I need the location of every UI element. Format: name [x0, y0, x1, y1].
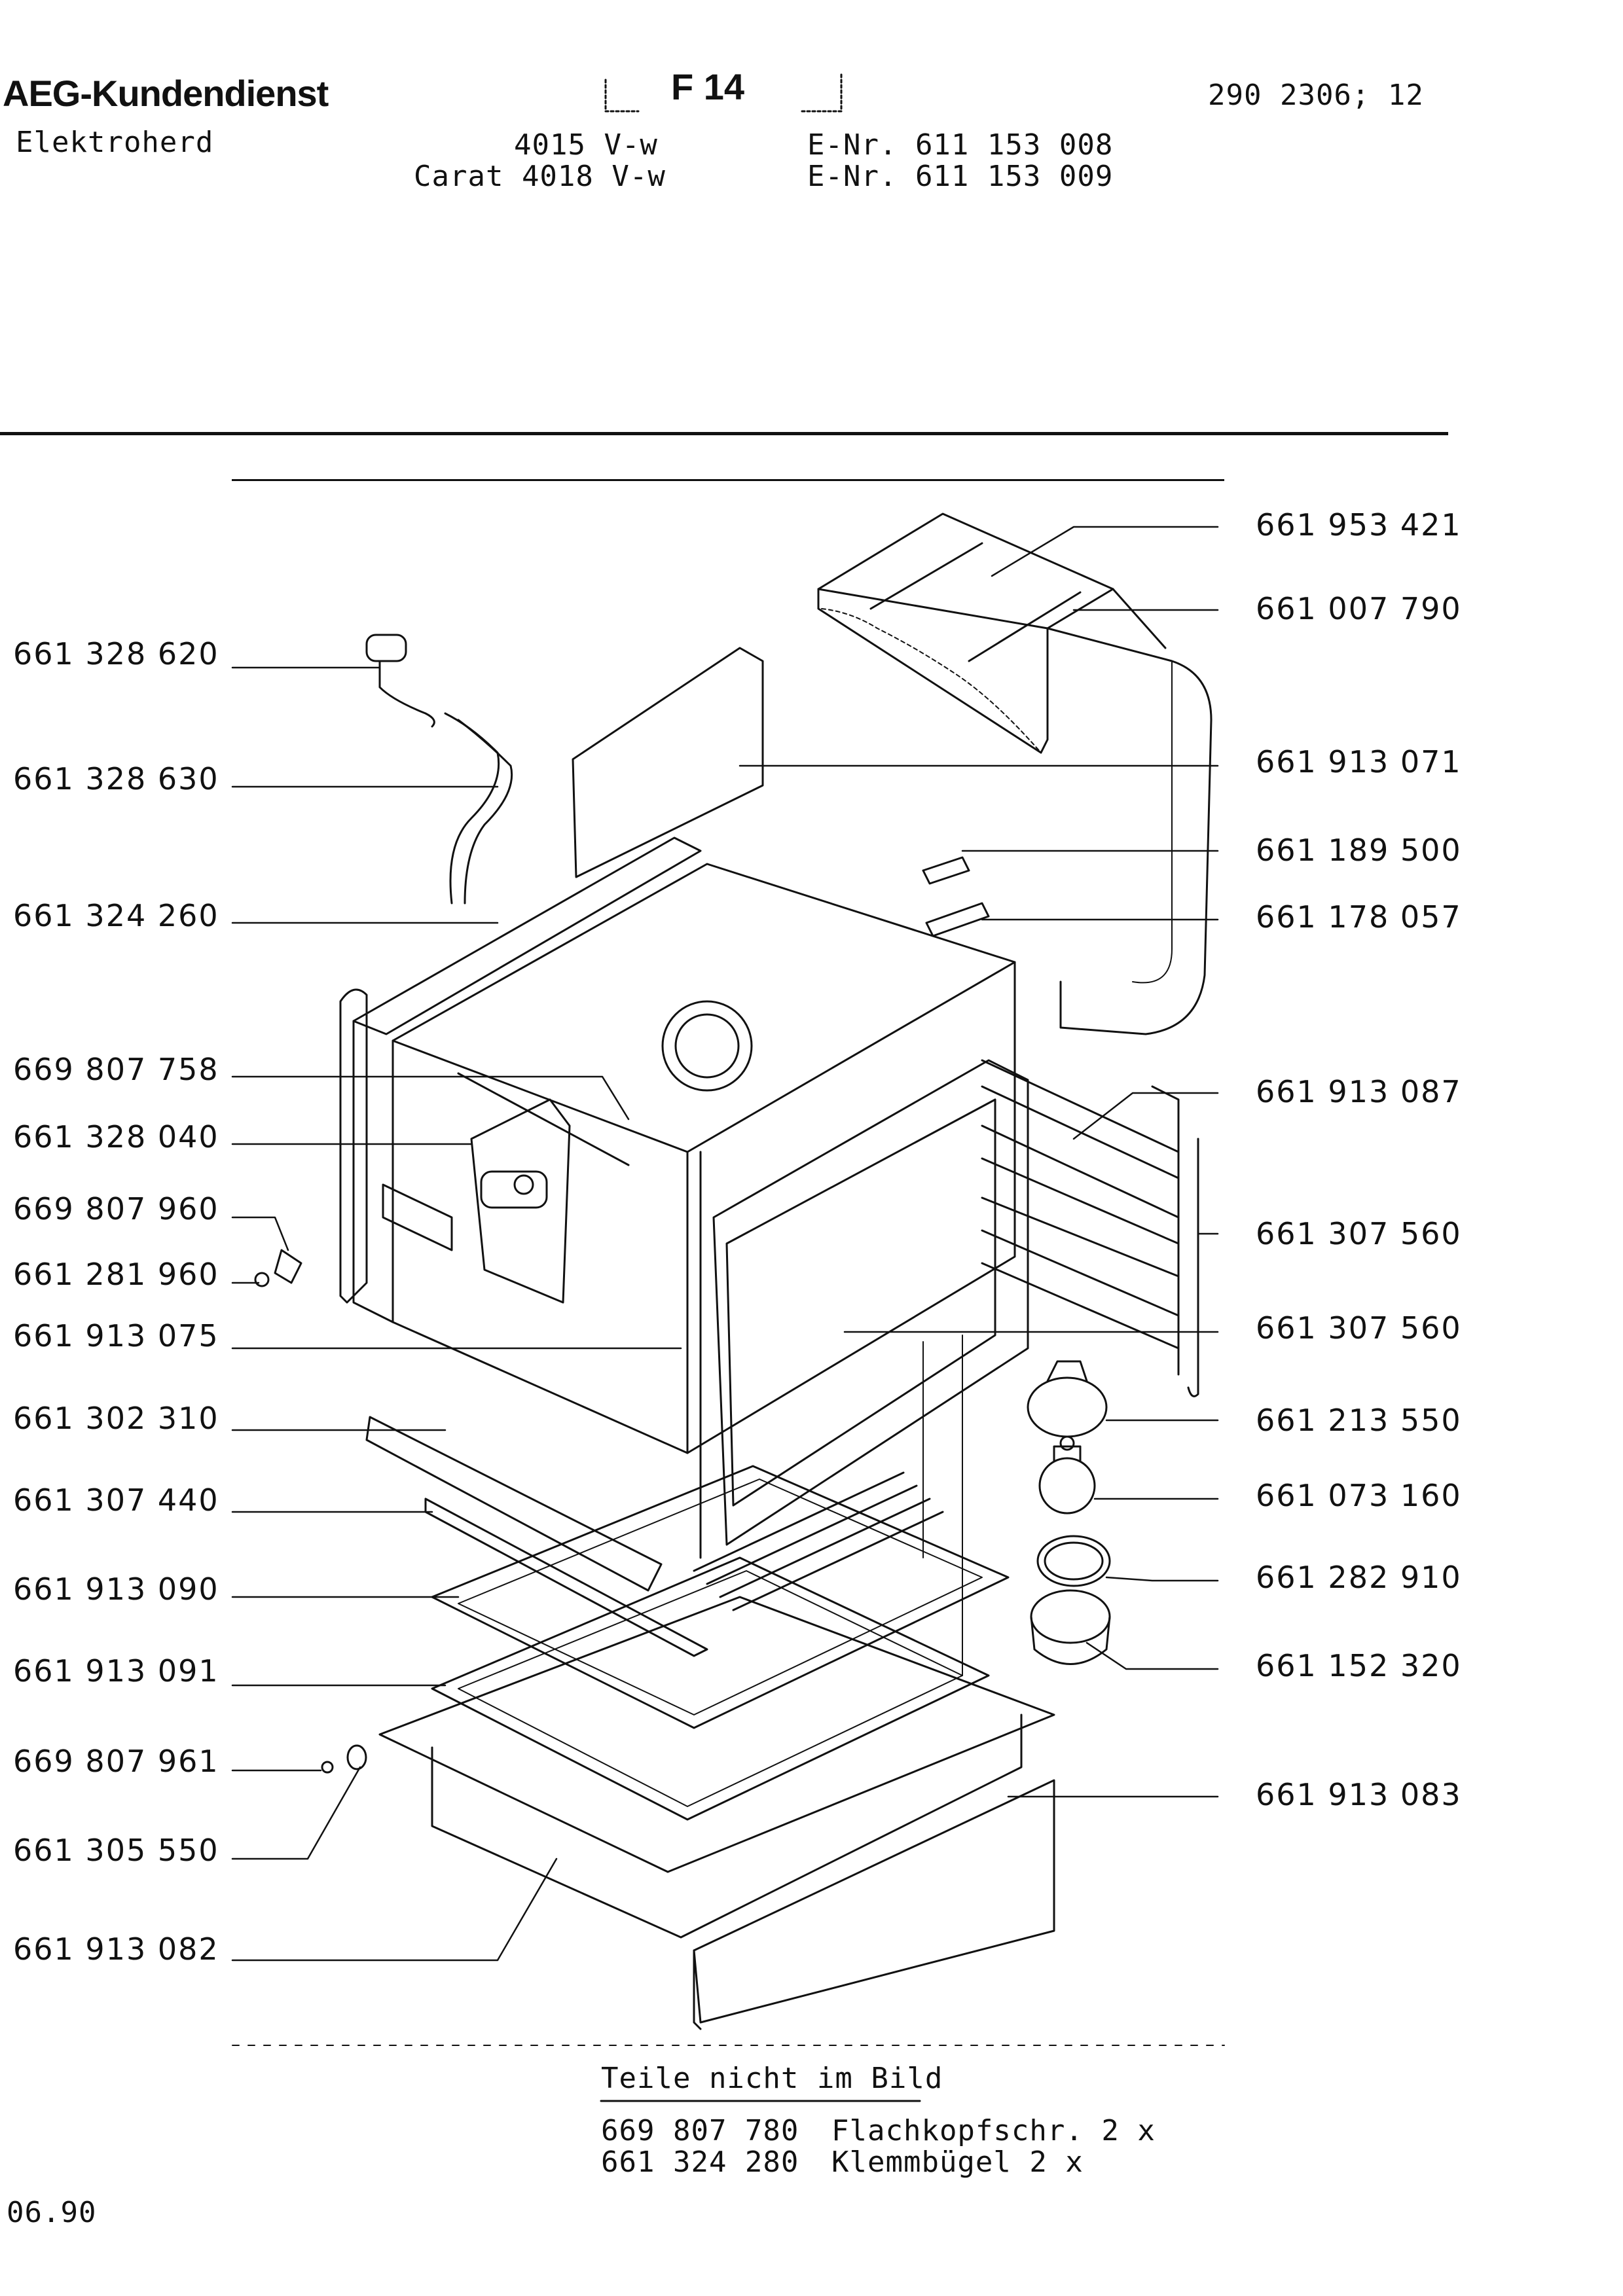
product-name: Elektroherd	[16, 126, 214, 159]
part-number: 661 178 057	[1256, 899, 1462, 935]
leader-lines-right	[739, 526, 1219, 1798]
model-2: Carat 4018 V-w	[414, 160, 666, 193]
part-number: 661 328 040	[13, 1119, 219, 1155]
diagram-top-rule	[232, 479, 1224, 481]
part-number: 661 324 260	[13, 898, 219, 933]
oven-cavity	[352, 836, 1029, 1559]
part-number: 669 807 758	[13, 1052, 219, 1087]
enr-1: E-Nr. 611 153 008	[807, 128, 1114, 162]
not-shown-desc: Klemmbügel 2 x	[831, 2145, 1084, 2179]
small-parts	[254, 856, 990, 1774]
not-shown-title: Teile nicht im Bild	[601, 2062, 943, 2095]
part-number: 661 328 620	[13, 636, 219, 672]
model-1: 4015 V-w	[514, 128, 658, 162]
part-number: 661 913 090	[13, 1571, 219, 1607]
part-number: 661 307 560	[1256, 1216, 1462, 1251]
footer-date: 06.90	[7, 2196, 97, 2229]
document-number: 290 2306; 12	[1208, 79, 1424, 112]
sheet-number: F 14	[671, 66, 745, 107]
part-number: 661 281 960	[13, 1257, 219, 1292]
part-number: 669 807 960	[13, 1191, 219, 1227]
part-number: 661 913 083	[1256, 1777, 1462, 1812]
lamp-assembly	[1027, 1360, 1111, 1665]
sheet-brackets	[604, 72, 843, 113]
brand-title: AEG-Kundendienst	[3, 73, 329, 114]
part-number: 661 913 082	[13, 1931, 219, 1967]
insulation-block	[817, 512, 1213, 1035]
not-shown-number: 661 324 280	[601, 2145, 799, 2179]
part-number: 661 152 320	[1256, 1648, 1462, 1683]
left-frame	[339, 988, 453, 1304]
part-number: 661 913 071	[1256, 744, 1462, 780]
part-number: 661 213 550	[1256, 1403, 1462, 1438]
not-shown-desc: Flachkopfschr. 2 x	[831, 2114, 1156, 2147]
part-number: 661 302 310	[13, 1401, 219, 1436]
part-number: 661 913 075	[13, 1318, 219, 1354]
part-number: 661 189 500	[1256, 833, 1462, 868]
part-number: 661 953 421	[1256, 507, 1462, 543]
header-divider	[0, 432, 1448, 435]
part-number: 661 073 160	[1256, 1478, 1462, 1513]
part-number: 661 307 560	[1256, 1310, 1462, 1346]
rear-panel	[572, 647, 764, 878]
not-shown-number: 669 807 780	[601, 2114, 799, 2147]
racks-and-trays	[365, 1335, 1055, 2030]
leader-lines-left	[231, 666, 682, 1962]
part-number: 661 913 087	[1256, 1074, 1462, 1109]
part-number: 661 913 091	[13, 1653, 219, 1689]
part-number: 661 007 790	[1256, 591, 1462, 626]
part-number: 669 807 961	[13, 1744, 219, 1779]
part-number: 661 328 630	[13, 761, 219, 797]
shelf-guides	[981, 1059, 1199, 1397]
part-number: 661 307 440	[13, 1482, 219, 1518]
part-number: 661 282 910	[1256, 1560, 1462, 1595]
enr-2: E-Nr. 611 153 009	[807, 160, 1114, 193]
tube-parts	[365, 634, 513, 905]
part-number: 661 305 550	[13, 1833, 219, 1868]
